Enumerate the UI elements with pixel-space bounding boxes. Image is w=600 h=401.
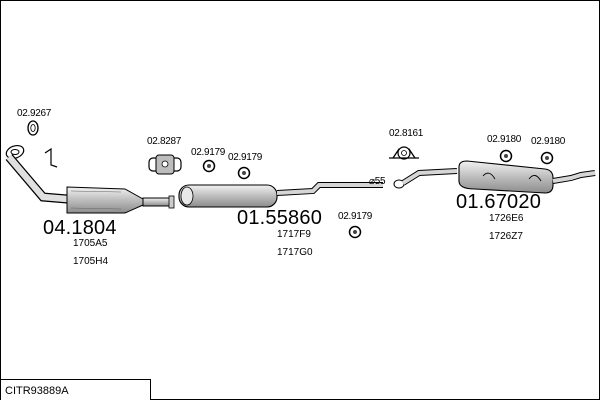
mount-a-part[interactable]: [148, 154, 182, 175]
front-pipe-part[interactable]: [4, 143, 175, 214]
mount-e-part[interactable]: [499, 149, 513, 163]
middle-ref-2: 1717G0: [277, 247, 313, 258]
rear-silencer-part[interactable]: [458, 160, 596, 194]
middle-silencer-number: 01.55860: [237, 207, 323, 229]
front-pipe-number: 04.1804: [43, 217, 117, 239]
footer-code: CITR93889A: [5, 385, 69, 397]
clamp-a-label: 02.9267: [17, 108, 52, 119]
rear-ref-2: 1726Z7: [489, 231, 523, 242]
mount-f-part[interactable]: [540, 151, 554, 165]
middle-silencer-part[interactable]: [178, 182, 383, 208]
mount-d-label: 02.9179: [338, 211, 373, 222]
mount-b-label: 02.9179: [191, 147, 226, 158]
footer-code-box: CITR93889A: [1, 379, 151, 400]
mount-d-part[interactable]: [348, 225, 362, 239]
clamp-a-part[interactable]: [27, 120, 58, 168]
clamp-b-part[interactable]: [389, 146, 419, 160]
mount-e-label: 02.9180: [487, 134, 522, 145]
rear-silencer-number: 01.67020: [456, 191, 542, 213]
diameter-label: ⌀55: [369, 176, 386, 187]
mount-c-label: 02.9179: [228, 152, 263, 163]
mount-c-part[interactable]: [237, 166, 251, 180]
front-pipe-ref-1: 1705A5: [73, 238, 108, 249]
rear-ref-1: 1726E6: [489, 213, 524, 224]
connector-pipe-part[interactable]: [393, 168, 458, 189]
mount-a-label: 02.8287: [147, 136, 182, 147]
mount-b-part[interactable]: [202, 159, 216, 173]
clamp-b-label: 02.8161: [389, 128, 424, 139]
front-pipe-ref-2: 1705H4: [73, 256, 109, 267]
mount-f-label: 02.9180: [531, 136, 566, 147]
middle-ref-1: 1717F9: [277, 229, 311, 240]
